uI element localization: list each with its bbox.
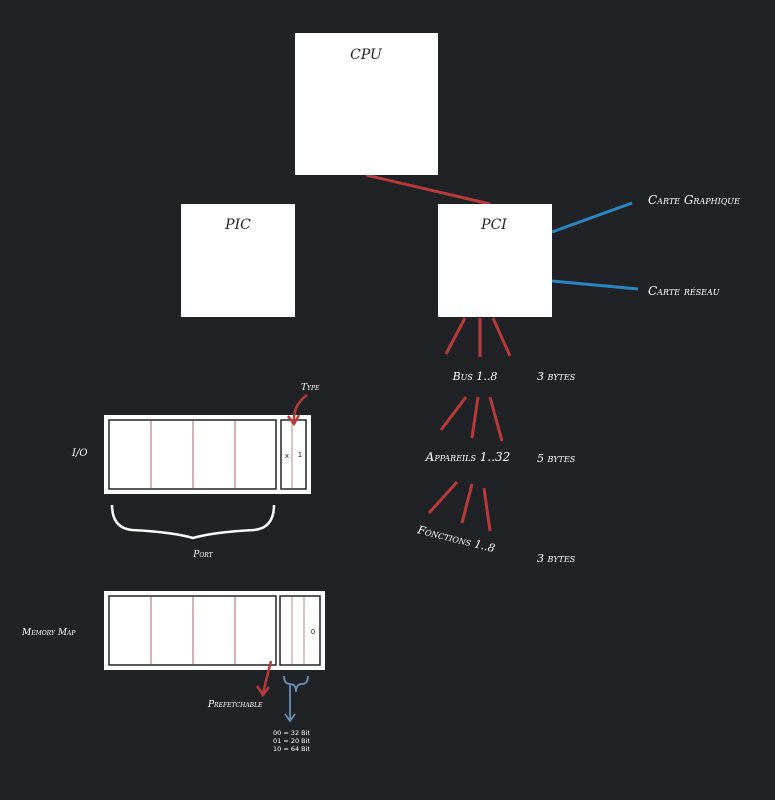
memory-register: 0 [104, 591, 325, 670]
pic-box: PIC [181, 204, 295, 317]
io-cell-x: x [285, 452, 289, 460]
width-line-2: 10 = 64 Bit [273, 745, 310, 753]
port-brace [110, 504, 276, 540]
cpu-pci-connector [365, 173, 491, 206]
memory-map-label: Memory Map [21, 628, 76, 638]
io-register: x 1 [104, 415, 311, 494]
pci-label: PCI [480, 217, 507, 233]
graphics-card-label: Carte Graphique [648, 193, 740, 207]
pci-network-connector [551, 279, 639, 291]
pci-box: PCI [438, 204, 552, 317]
io-cell-1: 1 [298, 451, 302, 459]
type-label: Type [301, 383, 320, 393]
width-brace [283, 675, 309, 693]
pci-graphics-connector [551, 201, 633, 234]
type-arrowhead [287, 414, 301, 427]
prefetchable-arrow [261, 660, 273, 694]
memory-cell-0: 0 [311, 628, 315, 636]
network-card-label: Carte réseau [648, 284, 720, 298]
bus-size-label: 3 bytes [537, 370, 576, 383]
devices-functions-fan [427, 480, 492, 532]
cpu-box: CPU [295, 33, 438, 175]
prefetchable-arrowhead [255, 685, 270, 698]
port-label: Port [192, 550, 213, 560]
prefetchable-label: Prefetchable [207, 700, 263, 710]
bus-devices-fan [439, 396, 504, 442]
cpu-label: CPU [350, 47, 383, 63]
pci-bus-fan [444, 317, 512, 357]
width-arrowhead [284, 713, 296, 723]
bus-label: Bus 1..8 [452, 370, 498, 383]
type-arrow [292, 393, 308, 423]
devices-label: Appareils 1..32 [425, 450, 511, 464]
io-label: I/O [71, 448, 88, 459]
functions-size-label: 3 bytes [537, 552, 576, 565]
devices-size-label: 5 bytes [537, 452, 576, 465]
width-line-1: 01 = 20 Bit [273, 737, 310, 745]
width-line-0: 00 = 32 Bit [273, 729, 310, 737]
pic-label: PIC [224, 217, 251, 233]
functions-label: Fonctions 1..8 [415, 523, 496, 555]
